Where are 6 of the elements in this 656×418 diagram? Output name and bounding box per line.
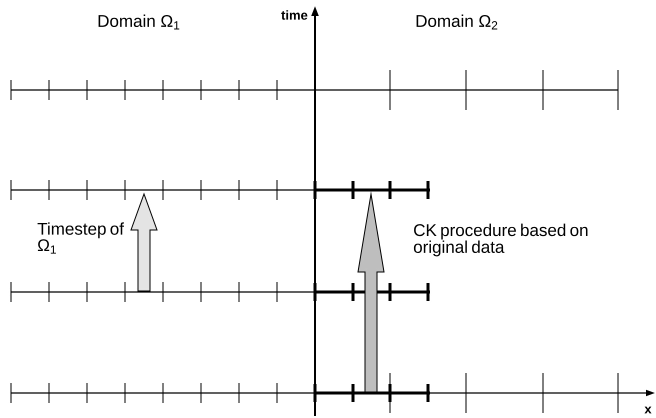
axis-label: x: [644, 406, 652, 414]
annotation-text: Timestep of Ω$_{1}$: [38, 222, 124, 254]
annotation-text: CK procedure based on original data: [414, 224, 588, 256]
domain-label: Domain Ω$_{1}$: [98, 14, 180, 30]
domain-label: Domain Ω$_{2}$: [416, 14, 498, 30]
axis-label: time: [281, 10, 308, 20]
